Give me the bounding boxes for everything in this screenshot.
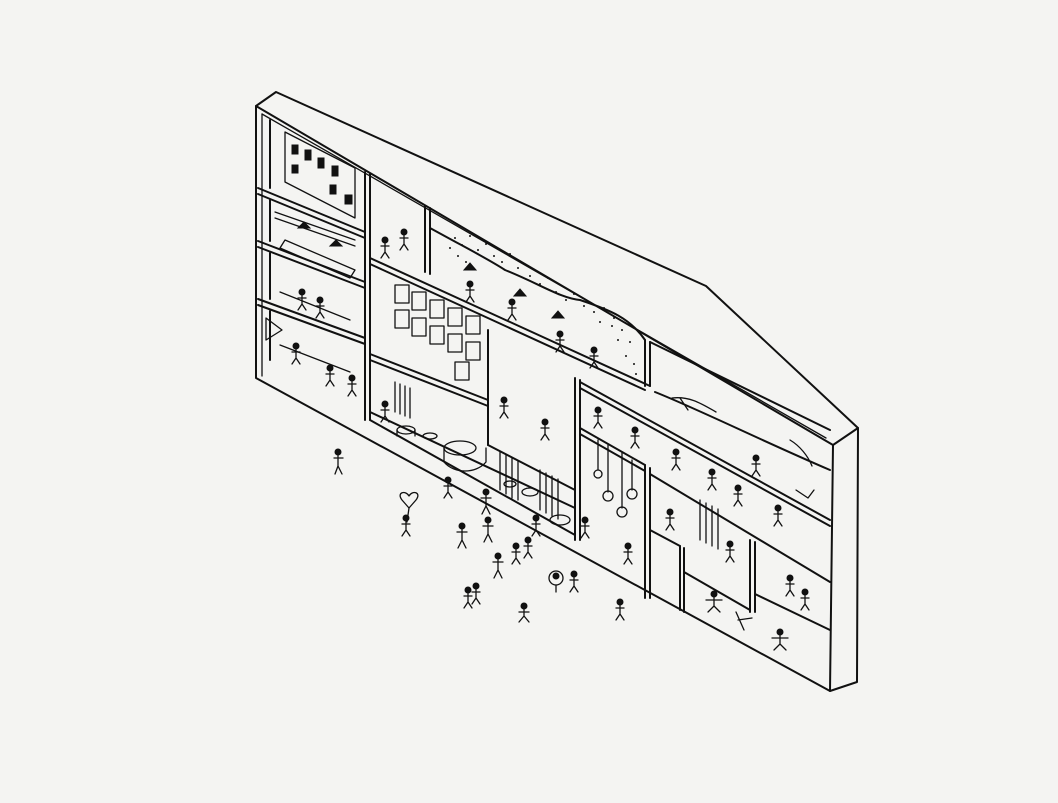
person-figure-icon	[593, 406, 603, 429]
person-figure-icon	[315, 296, 325, 319]
person-figure-icon	[347, 374, 357, 397]
person-figure-icon	[499, 396, 509, 419]
person-figure-icon	[380, 236, 390, 259]
person-figure-icon	[555, 330, 565, 353]
person-figure-icon	[456, 522, 468, 549]
person-figure-icon	[380, 400, 390, 423]
person-figure-icon	[733, 484, 743, 507]
person-figure-icon	[482, 516, 494, 543]
curtain-panels	[394, 381, 719, 550]
table-icon	[443, 440, 487, 472]
picture-frame-icon	[671, 397, 717, 413]
lamp-icon	[550, 310, 566, 319]
table-icon	[521, 487, 539, 497]
person-figure-icon	[623, 542, 633, 565]
lamp-icon	[512, 288, 528, 297]
person-figure-icon	[401, 514, 411, 537]
person-figure-icon	[492, 552, 504, 579]
person-figure-icon	[800, 588, 810, 611]
person-figure-icon	[548, 570, 564, 593]
people-outside-plaza	[333, 448, 625, 623]
person-figure-icon	[630, 426, 640, 449]
building-shell	[255, 91, 859, 692]
furniture-objects	[396, 262, 815, 631]
lamp-icon	[462, 262, 478, 271]
person-figure-icon	[773, 504, 783, 527]
person-figure-icon	[325, 364, 335, 387]
person-figure-icon	[465, 280, 475, 303]
table-icon	[503, 480, 517, 488]
person-figure-icon	[480, 488, 492, 515]
person-figure-icon	[785, 574, 795, 597]
person-figure-icon	[725, 540, 735, 563]
person-figure-icon	[589, 346, 599, 369]
person-figure-icon	[771, 628, 789, 651]
person-figure-icon	[540, 418, 550, 441]
table-icon	[735, 611, 753, 631]
middle-upper-bay	[369, 205, 651, 391]
person-figure-icon	[297, 288, 307, 311]
dotted-ceiling-texture	[449, 235, 637, 375]
person-figure-icon	[471, 582, 481, 605]
person-figure-icon	[518, 602, 530, 623]
person-figure-icon	[580, 516, 590, 539]
table-icon	[422, 432, 438, 440]
person-figure-icon	[291, 342, 301, 365]
picture-gallery-wall	[394, 284, 481, 381]
picture-frame-icon	[789, 439, 813, 467]
person-figure-icon	[671, 448, 681, 471]
person-figure-icon	[507, 298, 517, 321]
person-figure-icon	[463, 586, 473, 609]
person-figure-icon	[665, 508, 675, 531]
person-figure-icon	[333, 448, 344, 475]
people-inside	[291, 228, 810, 651]
person-figure-icon	[615, 598, 625, 621]
meeting-room-long-table	[274, 211, 356, 279]
person-figure-icon	[531, 514, 541, 537]
middle-lower-bay	[369, 329, 581, 541]
top-left-room-shelves	[284, 131, 356, 219]
hanging-lamps	[593, 439, 638, 518]
table-icon	[396, 425, 416, 437]
person-figure-icon	[399, 228, 409, 251]
workroom-desks	[265, 291, 351, 373]
person-figure-icon	[511, 542, 521, 565]
right-section	[579, 341, 831, 631]
person-figure-icon	[523, 536, 533, 559]
person-figure-icon	[443, 476, 453, 499]
person-figure-icon	[751, 454, 761, 477]
person-figure-icon	[705, 590, 723, 613]
left-column	[257, 119, 371, 421]
person-figure-icon	[569, 570, 579, 593]
person-figure-icon	[707, 468, 717, 491]
table-icon	[795, 489, 815, 499]
table-icon	[549, 514, 571, 526]
